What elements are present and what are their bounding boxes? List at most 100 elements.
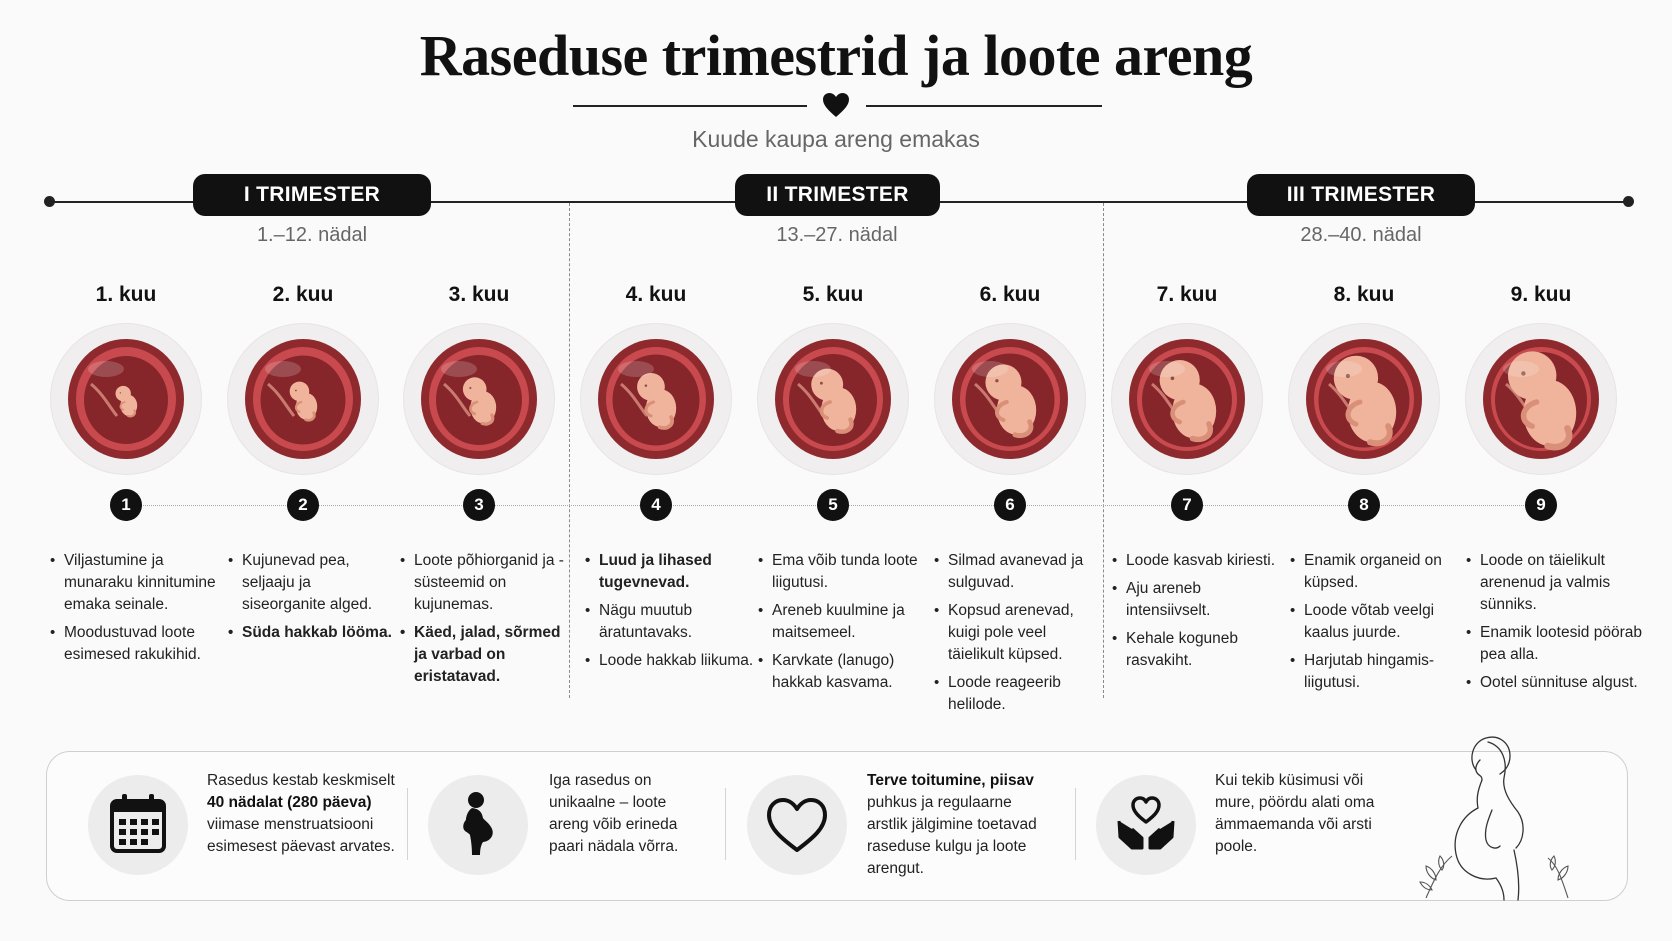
umbilical-cord	[443, 382, 472, 417]
month-fact: Loode on täielikult arenenud ja valmis s…	[1466, 550, 1642, 616]
fetus-illustration-svg	[1129, 339, 1245, 459]
month-fact: Ema võib tunda loote liigutusi.	[758, 550, 928, 594]
month-facts: Loode on täielikult arenenud ja valmis s…	[1466, 550, 1642, 700]
fetus-leg	[657, 415, 674, 430]
fetus-arm	[1345, 399, 1363, 427]
fetus-illustration-svg	[598, 339, 714, 459]
month-label: 8. kuu	[1333, 283, 1395, 306]
month-facts: Luud ja lihased tugevnevad.Nägu muutub ä…	[585, 550, 755, 678]
pregnant-woman-line-art	[1419, 736, 1569, 901]
info-text-post: puhkus ja regulaarne arstlik jälgimine t…	[867, 794, 1037, 877]
info-text: Rasedus kestab keskmiselt 40 nädalat (28…	[207, 770, 397, 858]
fetus-arm	[1170, 399, 1186, 425]
umbilical-cord	[620, 382, 649, 417]
fetus-head	[462, 377, 487, 401]
umbilical-cord	[267, 382, 296, 417]
info-text-pre: Iga rasedus on unikaalne – loote areng v…	[549, 772, 679, 855]
fetus-illustration	[1112, 324, 1262, 474]
month-number-badge: 6	[994, 489, 1026, 521]
fetus-eye	[119, 392, 122, 394]
womb-highlight	[795, 361, 831, 377]
month-fact: Loode reageerib helilode.	[934, 672, 1104, 716]
info-icon-circle	[88, 775, 188, 875]
month-label: 2. kuu	[272, 283, 334, 306]
trimester-1-label: I TRIMESTER	[193, 174, 431, 216]
womb-highlight	[972, 361, 1008, 377]
month-facts: Loote põhiorganid ja -süsteemid on kujun…	[400, 550, 570, 694]
info-text-pre: Rasedus kestab keskmiselt	[207, 772, 395, 789]
month-number-badge: 9	[1525, 489, 1557, 521]
fetus	[1159, 360, 1217, 443]
fetus-arm	[469, 400, 479, 416]
fetus-leg	[1189, 421, 1213, 443]
month-facts: Viljastumine ja munaraku kinnitumine ema…	[50, 550, 220, 672]
month-label: 6. kuu	[979, 283, 1041, 306]
month-number-badge: 5	[817, 489, 849, 521]
month-fact: Karvkate (lanugo) hakkab kasvama.	[758, 650, 928, 694]
umbilical-cord	[90, 382, 119, 417]
month-fact: Ootel sünnituse algust.	[1466, 672, 1642, 694]
womb-highlight	[618, 361, 654, 377]
month-fact: Süda hakkab lööma.	[228, 622, 398, 644]
fetus-illustration	[404, 324, 554, 474]
fetus-eye	[1345, 373, 1350, 378]
month-fact: Viljastumine ja munaraku kinnitumine ema…	[50, 550, 220, 616]
month-fact: Loode kasvab kiriesti.	[1112, 550, 1282, 572]
fetus-leg	[1012, 419, 1034, 438]
calendar-icon	[110, 794, 166, 853]
fetus-head	[1508, 351, 1557, 400]
month-label: 5. kuu	[802, 283, 864, 306]
fetus-illustration-svg	[1483, 339, 1599, 459]
womb-highlight	[1149, 361, 1185, 377]
month-fact: Moodustuvad loote esimesed rakukihid.	[50, 622, 220, 666]
month-number-badge: 3	[463, 489, 495, 521]
month-facts: Ema võib tunda loote liigutusi. Areneb ku…	[758, 550, 928, 700]
month-label: 7. kuu	[1156, 283, 1218, 306]
trimester-divider	[569, 203, 570, 698]
fetus-head	[811, 368, 844, 401]
info-text-post: viimase menstruatsiooni esimesest päevas…	[207, 816, 395, 855]
month-fact: Kopsud arenevad, kuigi pole veel täielik…	[934, 600, 1104, 666]
month-number-badge: 2	[287, 489, 319, 521]
fetus	[289, 381, 318, 422]
month-fact: Loode hakkab liikuma.	[585, 650, 755, 672]
month-fact: Loode võtab veelgi kaalus juurde.	[1290, 600, 1460, 644]
fetus-eye	[469, 386, 472, 390]
hands-heart-icon	[1117, 796, 1175, 850]
timeline-end-dot	[1623, 196, 1634, 207]
heart-icon	[823, 93, 849, 117]
info-text: Kui tekib küsimusi või mure, pöördu alat…	[1215, 770, 1385, 858]
month-fact: Silmad avanevad ja sulguvad.	[934, 550, 1104, 594]
pregnant-silhouette-icon	[463, 792, 493, 855]
month-fact: Aju areneb intensiivselt.	[1112, 578, 1282, 622]
page-subtitle: Kuude kaupa areng emakas	[692, 126, 980, 152]
fetus-illustration	[758, 324, 908, 474]
fetus-illustration-svg	[1306, 339, 1422, 459]
month-label: 3. kuu	[448, 283, 510, 306]
month-fact: Harjutab hingamis-liigutusi.	[1290, 650, 1460, 694]
fetus-head	[289, 381, 310, 402]
month-number-badge: 4	[640, 489, 672, 521]
info-text-bold: Terve toitumine, piisav	[867, 772, 1034, 789]
trimester-1-weeks: 1.–12. nädal	[256, 224, 368, 246]
fetus-illustration	[581, 324, 731, 474]
month-fact: Nägu muutub äratuntavaks.	[585, 600, 755, 644]
info-text-bold: 40 nädalat (280 päeva)	[207, 794, 372, 811]
info-separator	[1075, 788, 1076, 860]
fetus-head	[985, 364, 1022, 401]
trimester-3-label: III TRIMESTER	[1247, 174, 1475, 216]
month-fact: Kujunevad pea, seljaaju ja siseorganite …	[228, 550, 398, 616]
womb-highlight	[1326, 361, 1362, 377]
trimester-divider	[1103, 203, 1104, 698]
fetus-illustration	[935, 324, 1085, 474]
fetus-leg	[480, 413, 495, 426]
fetus-head	[637, 372, 665, 401]
month-label: 9. kuu	[1510, 283, 1572, 306]
month-fact: Areneb kuulmine ja maitsemeel.	[758, 600, 928, 644]
fetus-arm	[1520, 399, 1540, 429]
fetus-illustration	[1466, 324, 1616, 474]
fetus	[985, 364, 1037, 438]
fetus-illustration	[1289, 324, 1439, 474]
info-icon-circle	[428, 775, 528, 875]
fetus-leg	[835, 417, 854, 434]
